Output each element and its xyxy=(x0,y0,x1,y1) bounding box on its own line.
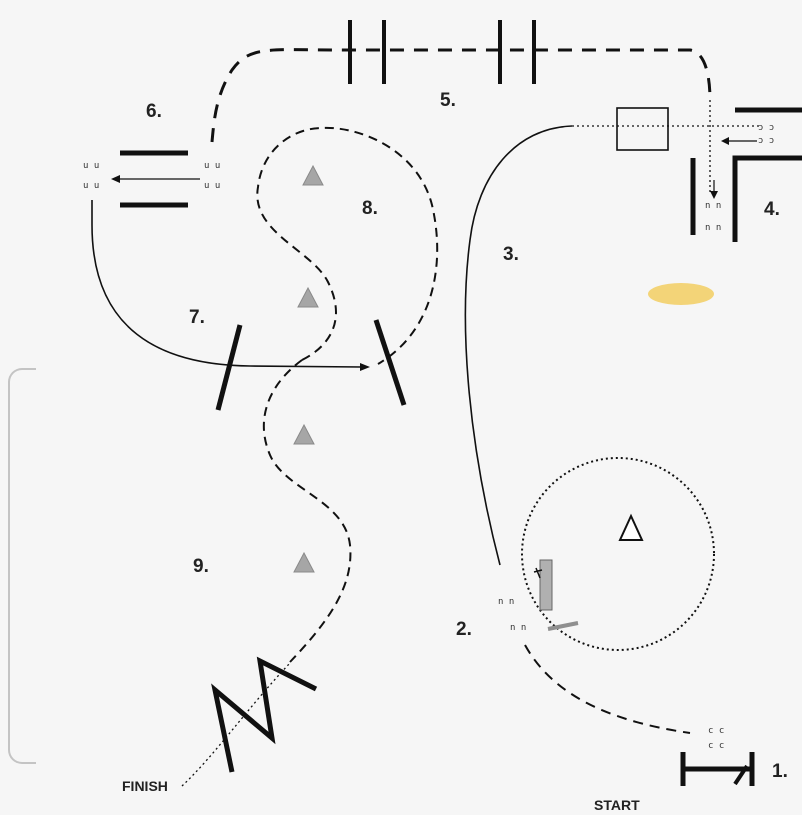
station-label-4: 4. xyxy=(764,199,780,220)
start-label: START xyxy=(594,797,640,813)
station-label-2: 2. xyxy=(456,619,472,640)
footprint-mark: u u xyxy=(204,161,220,171)
outline-triangle-icon xyxy=(618,513,644,541)
station-label-5: 5. xyxy=(440,90,456,111)
station-1-hurdle xyxy=(680,752,755,786)
footprint-mark: ɔ ɔ xyxy=(758,136,774,146)
station-5-gates xyxy=(348,20,536,84)
station-label-1: 1. xyxy=(772,761,788,782)
station-7-pole-left xyxy=(215,324,243,411)
station-label-8: 8. xyxy=(362,198,378,219)
side-panel-edge xyxy=(8,368,36,764)
finish-label: FINISH xyxy=(122,778,168,794)
footprint-mark: u u xyxy=(83,181,99,191)
footprint-mark: c c xyxy=(708,726,724,736)
solid-route-3 xyxy=(464,125,573,566)
dashed-route-start xyxy=(524,644,691,734)
footprint-mark: u u xyxy=(204,181,220,191)
solid-route-7 xyxy=(91,200,363,368)
station-6-bars xyxy=(120,150,188,208)
station-2-cross xyxy=(533,567,543,579)
footprint-mark: ɔ ɔ xyxy=(758,123,774,133)
highlight-blob xyxy=(648,283,714,305)
station-label-9: 9. xyxy=(193,556,209,577)
footprint-mark: u u xyxy=(83,161,99,171)
station-4-walls xyxy=(690,107,802,242)
dashed-route-top xyxy=(210,48,712,143)
dashed-route-8 xyxy=(256,126,439,365)
station-2-plank xyxy=(547,621,579,631)
cone-icons xyxy=(293,164,324,573)
dotted-route-finish xyxy=(181,662,291,787)
station-2-circle xyxy=(521,457,715,651)
footprint-mark: c c xyxy=(708,741,724,751)
dashed-route-9 xyxy=(262,359,352,663)
station-2-board xyxy=(539,559,553,611)
station-label-3: 3. xyxy=(503,244,519,265)
station-4-box xyxy=(616,107,669,151)
footprint-mark: n n xyxy=(705,201,721,211)
footprint-icons: u u u u u u u u n n n n ɔ ɔ ɔ ɔ n n n n … xyxy=(83,123,774,751)
footprint-mark: n n xyxy=(498,597,514,607)
finish-zigzag xyxy=(211,656,318,773)
station-7-pole-right xyxy=(373,319,407,406)
footprint-mark: n n xyxy=(510,623,526,633)
footprint-mark: n n xyxy=(705,223,721,233)
station-label-7: 7. xyxy=(189,307,205,328)
station-label-6: 6. xyxy=(146,101,162,122)
